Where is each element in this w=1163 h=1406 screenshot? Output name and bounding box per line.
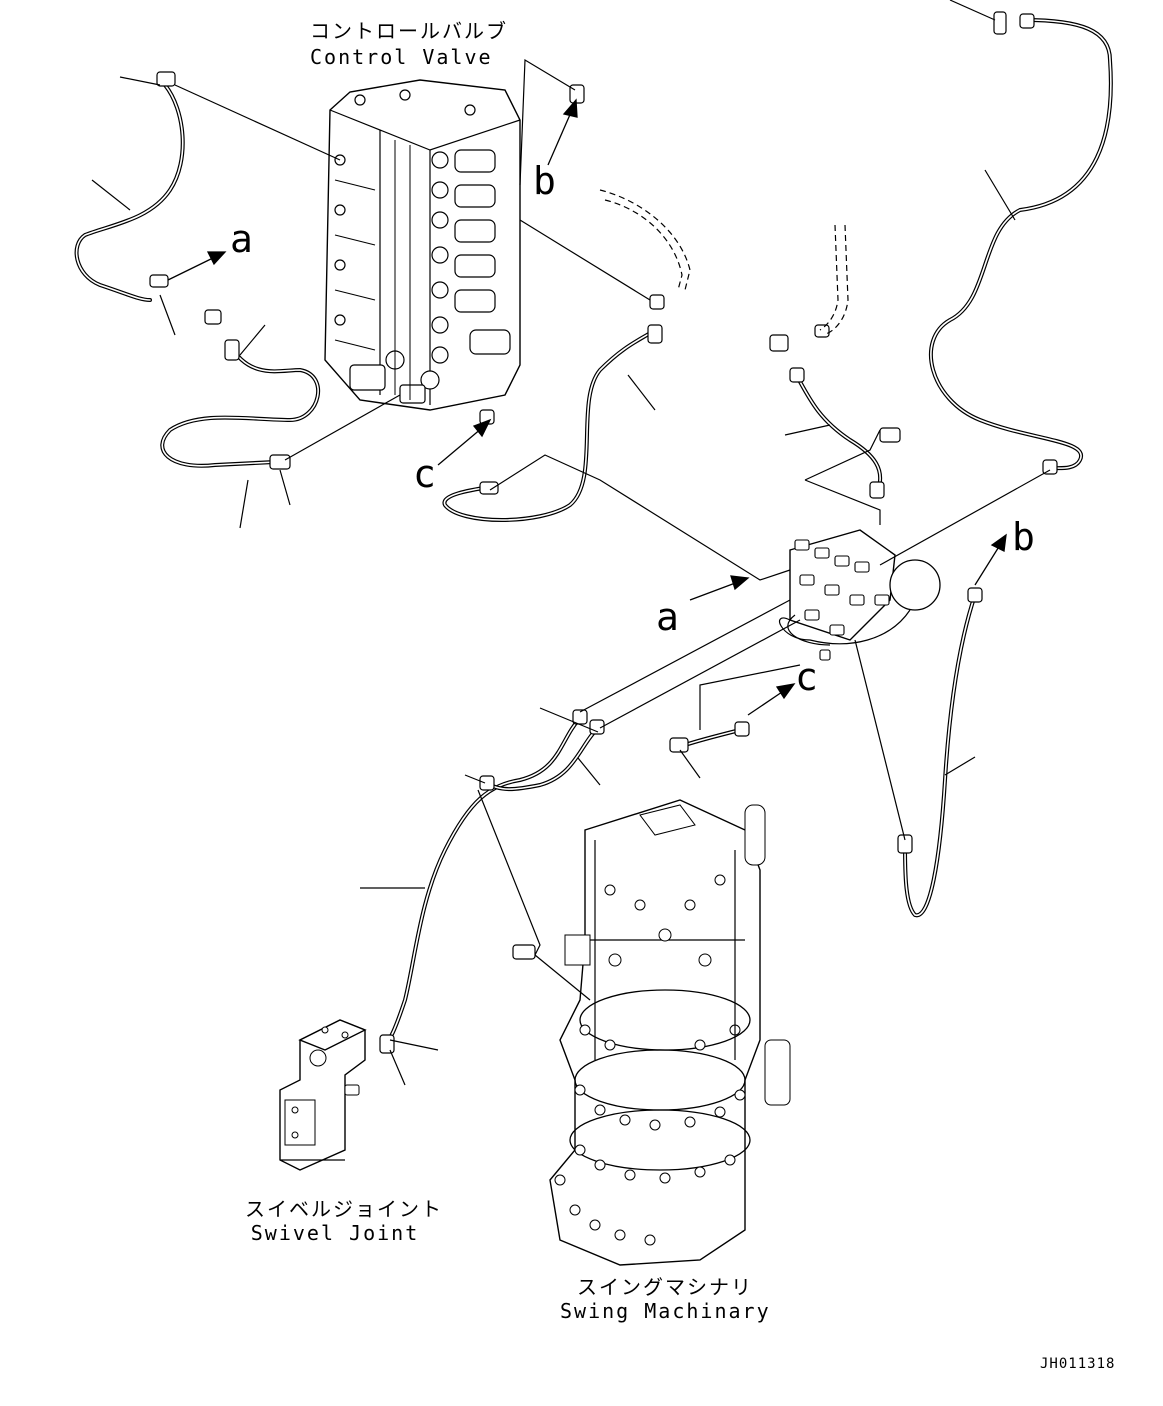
swing-machinery-label-en: Swing Machinary (560, 1299, 771, 1323)
callout-b-top: b (533, 159, 556, 203)
hoses (74, 18, 1113, 1047)
drawing-code: JH011318 (1040, 1356, 1116, 1372)
leader-lines (91, 0, 1051, 1086)
hidden-pipes (599, 189, 849, 335)
callout-arrows (167, 98, 1007, 716)
swivel-joint (279, 1019, 367, 1171)
control-valve-label-en: Control Valve (310, 45, 493, 69)
callout-a-left: a (230, 217, 253, 261)
callout-a-right: a (656, 595, 679, 639)
swing-machinery (549, 799, 791, 1266)
control-valve (324, 79, 521, 411)
callout-c-left: c (413, 452, 436, 496)
swivel-joint-label-jp: スイベルジョイント (245, 1197, 443, 1221)
callout-c-right: c (795, 655, 818, 699)
swivel-joint-label-en: Swivel Joint (250, 1221, 420, 1245)
pilot-valve-block (779, 529, 941, 661)
swing-machinery-label-jp: スイングマシナリ (577, 1275, 753, 1299)
callout-b-right: b (1012, 515, 1035, 559)
control-valve-label-jp: コントロールバルブ (310, 19, 508, 43)
